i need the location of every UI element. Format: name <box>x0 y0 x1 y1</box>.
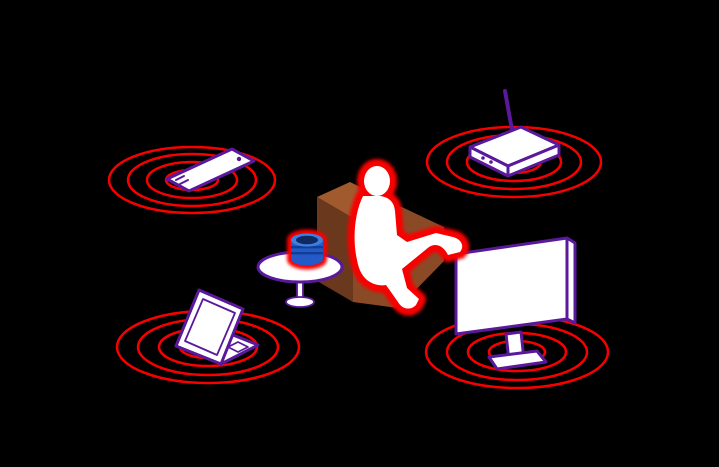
smart-speaker-icon <box>291 233 323 266</box>
person-head <box>364 166 390 196</box>
wifi-router-icon <box>468 89 561 178</box>
person-silhouette <box>354 166 463 309</box>
router-led-dot <box>489 160 493 164</box>
tv-stand-base <box>487 349 548 371</box>
speaker-stripe <box>291 252 323 255</box>
router-side-face <box>506 143 561 178</box>
laptop-trackpad <box>227 341 249 353</box>
router-led-dot <box>481 156 485 160</box>
smartphone-camera-dot <box>236 156 242 162</box>
laptop-icon <box>174 288 260 366</box>
signal-ring <box>107 145 277 215</box>
smartphone-icon <box>165 147 256 193</box>
signal-ring <box>145 160 239 200</box>
person-body <box>354 196 463 309</box>
signal-ring <box>126 152 258 208</box>
table-foot <box>285 296 315 308</box>
router-antenna <box>503 89 514 132</box>
smart-tv-icon <box>454 236 577 371</box>
smartphone-detail-line <box>175 175 185 181</box>
speaker-stripe <box>291 246 323 249</box>
signal-ring <box>425 125 603 199</box>
laptop-display <box>184 298 236 356</box>
speaker-top-center <box>296 235 318 245</box>
smartphone-detail-line <box>171 171 181 177</box>
smartphone-detail-line <box>179 179 189 185</box>
tv-screen <box>454 236 569 336</box>
